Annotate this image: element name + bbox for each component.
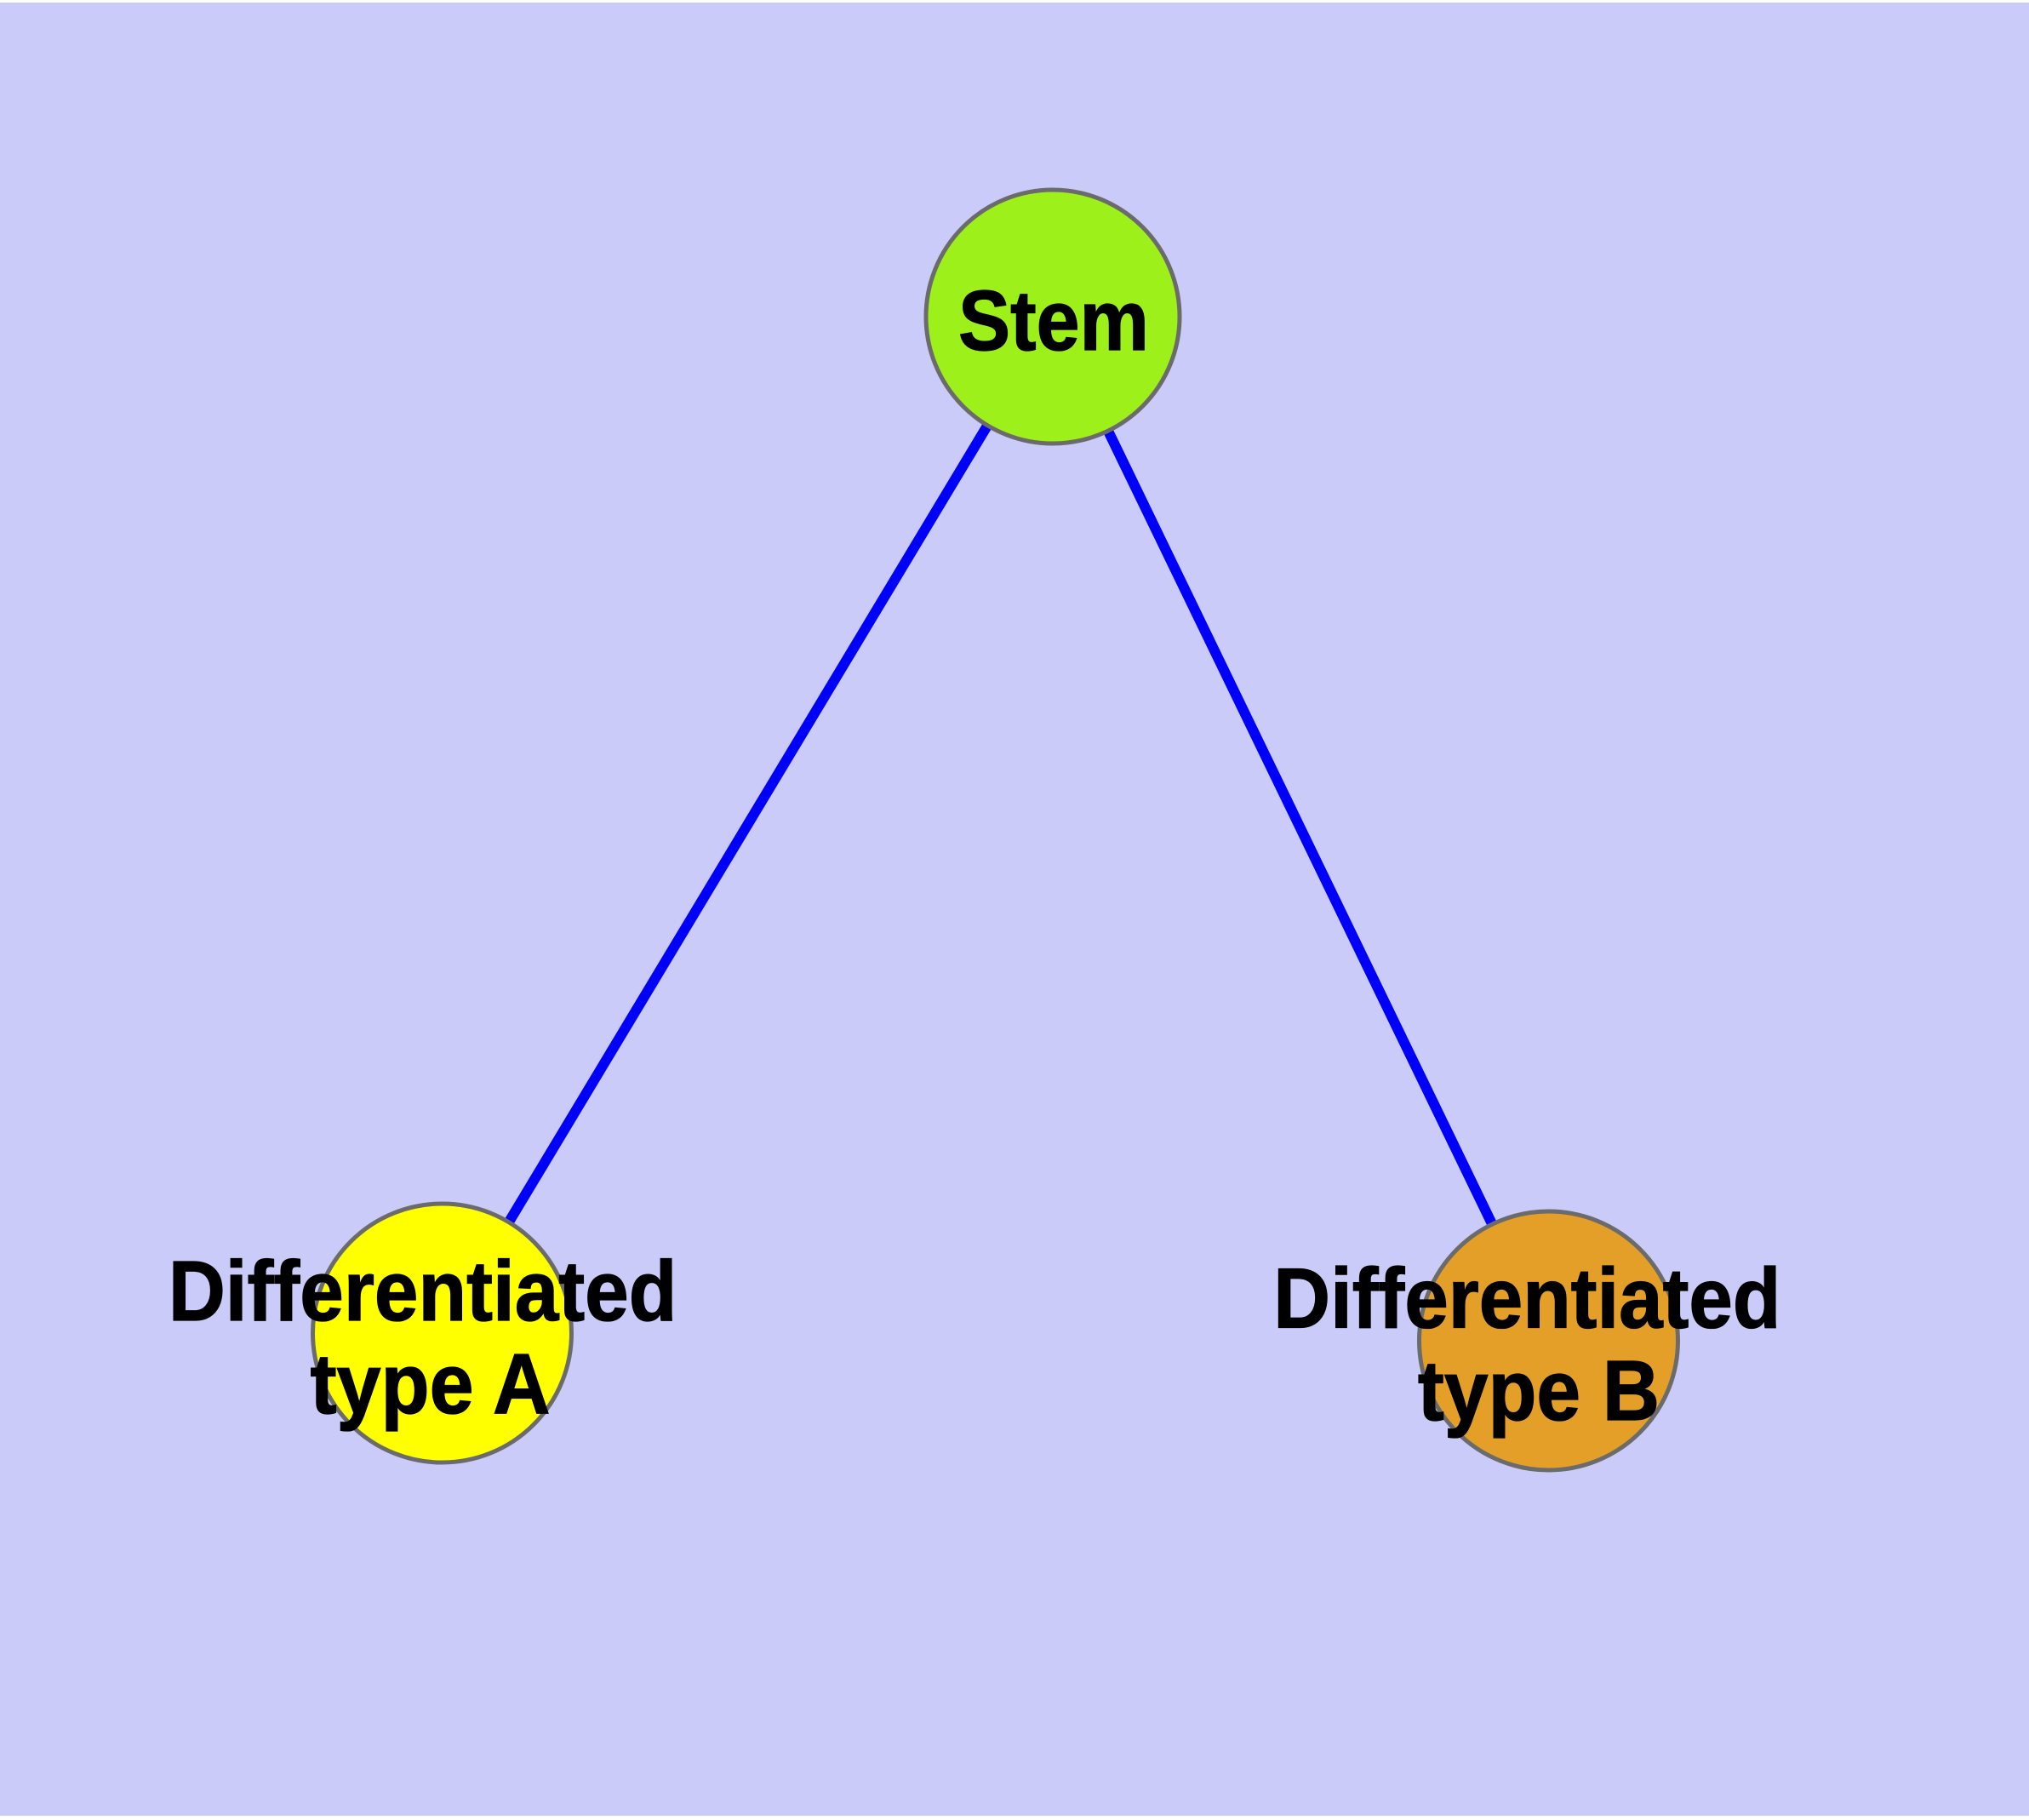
svg-text:Stem: Stem [958, 273, 1149, 369]
svg-text:type B: type B [1418, 1343, 1660, 1439]
svg-text:type A: type A [310, 1336, 550, 1432]
svg-text:Differentiated: Differentiated [169, 1244, 677, 1339]
svg-text:Differentiated: Differentiated [1273, 1251, 1780, 1347]
